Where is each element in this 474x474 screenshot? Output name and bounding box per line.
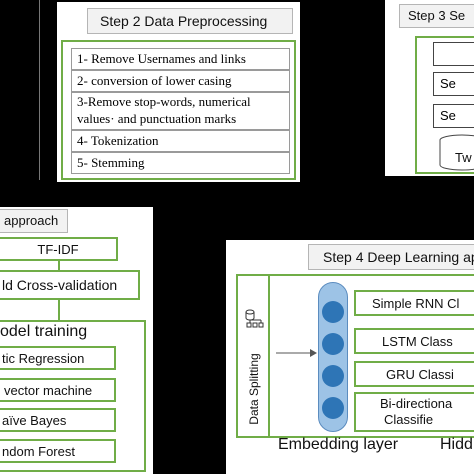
model-training-title: odel training — [0, 323, 88, 340]
step4-panel: Step 4 Deep Learning app Data Splitting — [226, 240, 474, 474]
dl-model-2: LSTM Class — [354, 328, 474, 354]
embedding-node — [322, 397, 344, 419]
step2-item-3: 3-Remove stop-words, numerical values· a… — [71, 92, 290, 130]
dl-model-3: GRU Classi — [354, 361, 474, 387]
ml-model-2: vector machine — [0, 378, 116, 402]
embedding-node — [322, 333, 344, 355]
model-training-box: odel training tic Regression vector mach… — [0, 320, 146, 472]
tfidf-box: TF-IDF — [0, 237, 118, 261]
step2-title: Step 2 Data Preprocessing — [87, 8, 293, 34]
step2-item-5: 5- Stemming — [71, 152, 290, 174]
step2-steps-box: 1- Remove Usernames and links 2- convers… — [61, 40, 296, 180]
step2-panel: Step 2 Data Preprocessing 1- Remove User… — [57, 2, 300, 182]
step2-item-3-line2: values· and punctuation marks — [77, 111, 237, 126]
step3-box: Se Se Tw — [415, 36, 474, 174]
step4-title: Step 4 Deep Learning app — [308, 244, 474, 270]
embedding-node — [322, 365, 344, 387]
step3-item-3: Se — [433, 104, 474, 128]
dl-model-1: Simple RNN Cl — [354, 290, 474, 316]
step2-item-4: 4- Tokenization — [71, 130, 290, 152]
data-splitting-label: Data Splitting — [247, 353, 261, 425]
cross-validation-box: ld Cross-validation — [0, 270, 140, 300]
ml-model-4: ndom Forest — [0, 439, 116, 463]
ml-model-3: aïve Bayes — [0, 408, 116, 432]
embedding-node — [322, 301, 344, 323]
data-split-icon — [245, 309, 264, 328]
hidden-layer-label: Hidd — [440, 436, 473, 453]
database-icon — [439, 134, 474, 171]
step3-item-1 — [433, 42, 474, 66]
step3-item-4: Tw — [455, 150, 472, 165]
ml-panel: approach TF-IDF ld Cross-validation odel… — [0, 207, 153, 474]
data-splitting-box: Data Splitting — [238, 276, 270, 436]
dl-model-4-line1: Bi-directiona — [380, 396, 453, 411]
dl-model-4: Bi-directiona Classifie — [354, 392, 474, 432]
arrow-tfidf-cv — [58, 261, 60, 270]
step3-item-2: Se — [433, 72, 474, 96]
step3-panel: Step 3 Se Se Se Tw — [385, 0, 474, 176]
dl-model-4-line2: Classifie — [384, 412, 434, 427]
ml-title: approach — [0, 209, 68, 233]
embedding-layer — [318, 282, 348, 432]
ml-model-1: tic Regression — [0, 346, 116, 370]
step2-item-2: 2- conversion of lower casing — [71, 70, 290, 92]
step3-title: Step 3 Se — [399, 4, 474, 28]
arrow-cv-training — [58, 300, 60, 320]
embedding-layer-label: Embedding layer — [278, 436, 399, 453]
arrow-to-embedding — [276, 349, 317, 357]
step2-item-1: 1- Remove Usernames and links — [71, 48, 290, 70]
step2-item-3-line1: 3-Remove stop-words, numerical — [77, 94, 251, 109]
left-panel-fragment — [0, 0, 40, 180]
step4-box: Data Splitting Simple RNN Cl LSTM Class … — [236, 274, 474, 438]
